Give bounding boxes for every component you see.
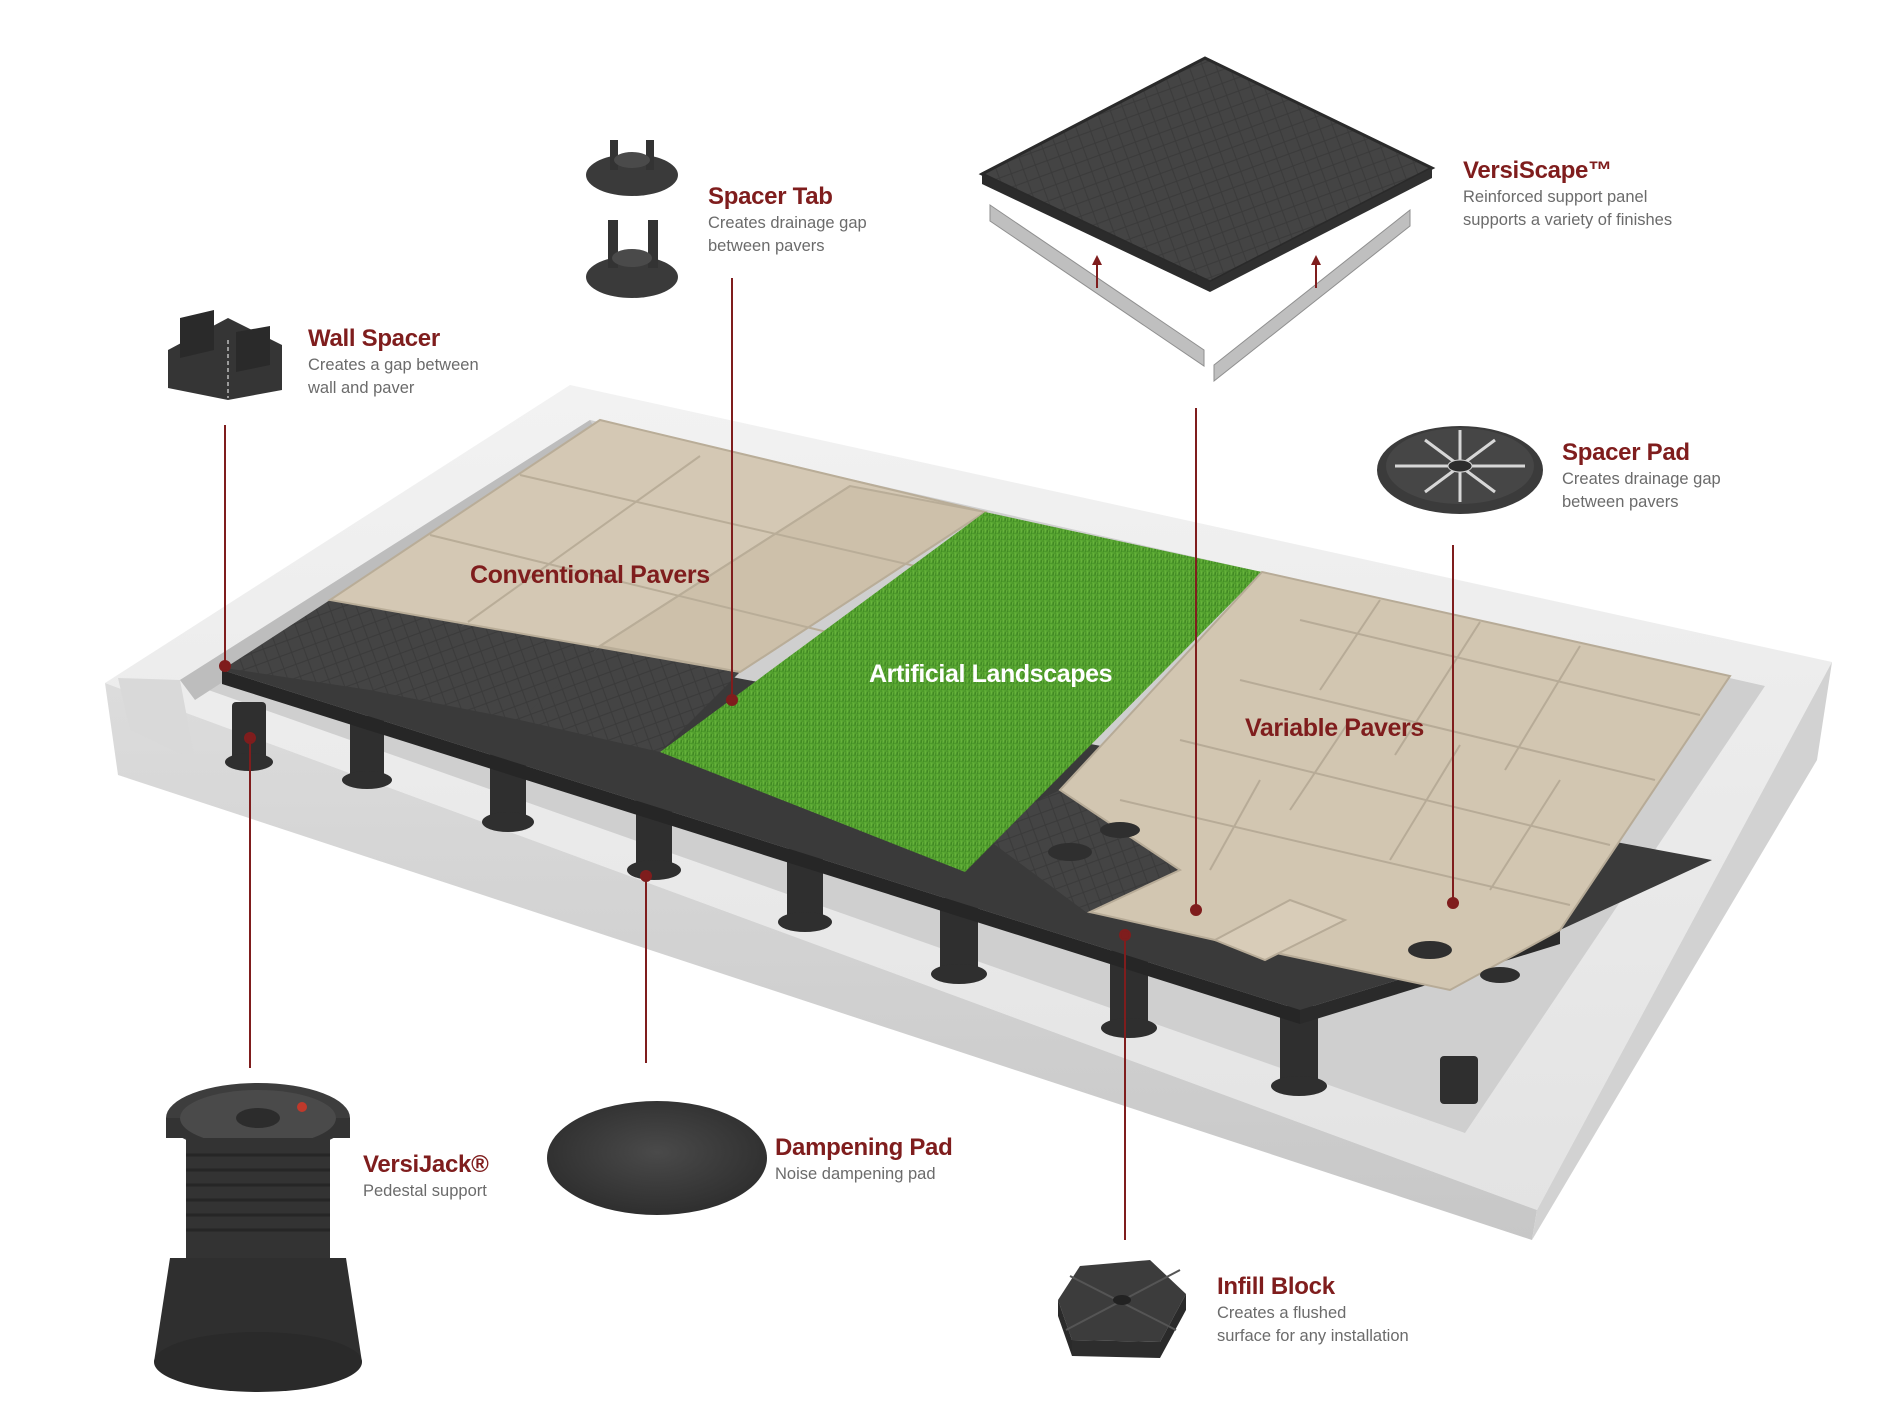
versijack-callout: VersiJack® Pedestal support: [363, 1150, 489, 1203]
artificial-turf: [660, 512, 1262, 872]
infill-block-title: Infill Block: [1217, 1273, 1335, 1300]
spacer-tab-callout: Spacer Tab Creates drainage gap between …: [708, 182, 867, 258]
infill-block-icon: [1058, 1260, 1186, 1358]
wall-spacer-icon: [168, 310, 282, 400]
pedestal: [1440, 1056, 1478, 1104]
dampening-pad-description: Noise dampening pad: [775, 1165, 936, 1183]
pedestal-icon: [154, 1083, 362, 1392]
leader-lines: [219, 278, 1459, 1240]
spacer-tab-icon: [586, 140, 678, 298]
spacer-pad-callout: Spacer Pad Creates drainage gap between …: [1562, 438, 1721, 514]
spacer-tab-title: Spacer Tab: [708, 183, 833, 210]
conventional-pavers: [327, 418, 988, 674]
wall-spacer-description: Creates a gap between wall and paver: [308, 356, 479, 397]
wall-spacer-title: Wall Spacer: [308, 325, 440, 352]
variable-pavers: [1058, 570, 1732, 992]
versijack-title: VersiJack®: [363, 1151, 489, 1178]
pedestal: [1271, 1006, 1327, 1096]
spacer-tab-description: Creates drainage gap between pavers: [708, 214, 867, 255]
infill-block-description: Creates a flushed surface for any instal…: [1217, 1304, 1409, 1345]
versiscape-callout: VersiScape™ Reinforced support panel sup…: [1463, 156, 1672, 232]
artificial-landscapes-label: Artificial Landscapes: [869, 660, 1113, 688]
variable-pavers-label: Variable Pavers: [1245, 714, 1424, 742]
versiscape-description: Reinforced support panel supports a vari…: [1463, 188, 1673, 229]
deck-spacer-pads: [1048, 822, 1520, 983]
conventional-pavers-label: Conventional Pavers: [470, 561, 710, 589]
spacer-pad-description: Creates drainage gap between pavers: [1562, 470, 1721, 511]
spacer-pad-icon: [1377, 426, 1543, 514]
versijack-description: Pedestal support: [363, 1182, 487, 1200]
dampening-pad-icon: [547, 1101, 767, 1215]
support-panel-icon: [978, 56, 1436, 383]
spacer-pad-title: Spacer Pad: [1562, 439, 1690, 466]
versiscape-title: VersiScape™: [1463, 157, 1612, 184]
wall-spacer-callout: Wall Spacer Creates a gap between wall a…: [308, 324, 479, 400]
infill-block-callout: Infill Block Creates a flushed surface f…: [1217, 1272, 1409, 1348]
dampening-pad-callout: Dampening Pad Noise dampening pad: [775, 1133, 953, 1186]
dampening-pad-title: Dampening Pad: [775, 1134, 953, 1161]
